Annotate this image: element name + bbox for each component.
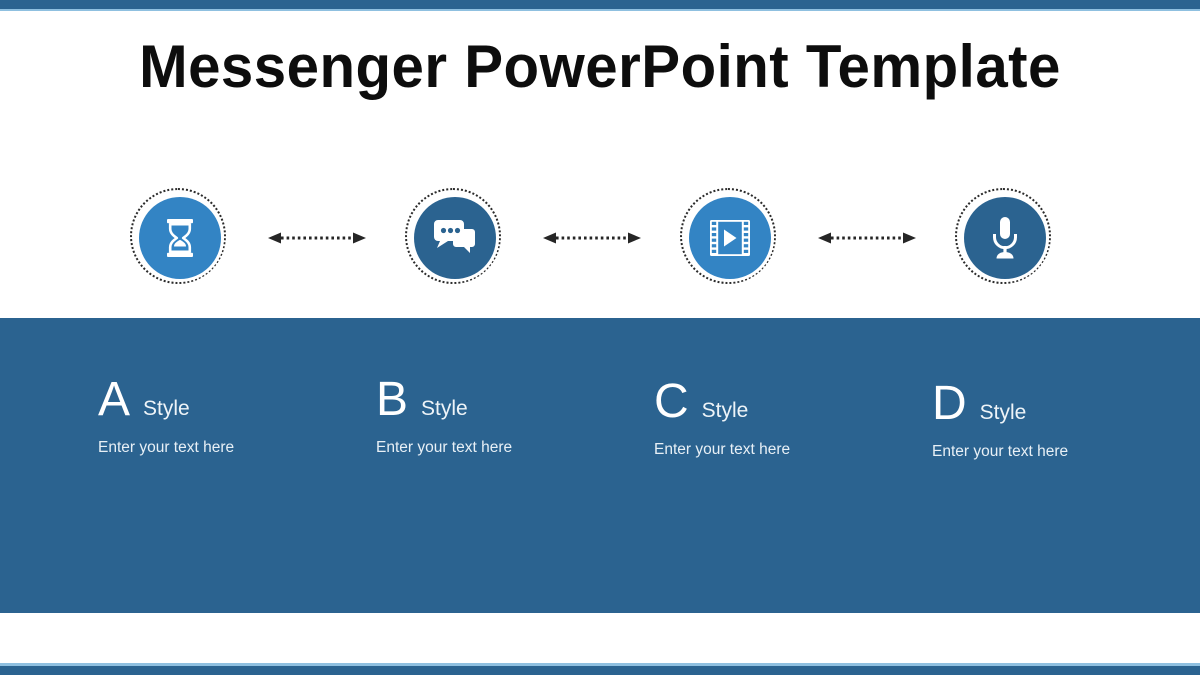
column-c-style-label: Style [701,399,749,422]
icon-node-row [0,188,1200,288]
column-b-placeholder-text[interactable]: Enter your text here [376,439,513,456]
column-c-heading: C Style [654,378,790,426]
dotted-ring-1 [130,188,226,284]
icon-node-4[interactable] [955,188,1055,288]
icon-disc-1 [139,197,221,279]
icon-disc-3 [689,197,771,279]
connector-arrow-2 [543,231,641,245]
text-column-d[interactable]: D Style Enter your text here [932,380,1068,461]
hourglass-icon [163,219,197,257]
text-column-c[interactable]: C Style Enter your text here [654,378,790,459]
icon-node-3[interactable] [680,188,780,288]
column-d-letter: D [932,377,967,430]
dotted-ring-2 [405,188,501,284]
video-film-play-icon [710,220,750,256]
page-title: Messenger PowerPoint Template [139,33,1061,100]
chat-bubbles-icon [434,220,476,256]
connector-arrow-3 [818,231,916,245]
icon-disc-2 [414,197,496,279]
connector-arrow-1 [268,231,366,245]
content-panel: A Style Enter your text here B Style Ent… [0,318,1200,613]
column-b-letter: B [376,373,409,426]
text-column-a[interactable]: A Style Enter your text here [98,376,234,457]
column-d-style-label: Style [979,401,1027,424]
column-a-letter: A [98,373,131,426]
microphone-icon [990,217,1020,259]
column-a-heading: A Style [98,376,234,424]
column-b-heading: B Style [376,376,512,424]
column-b-style-label: Style [421,397,468,420]
column-d-heading: D Style [932,380,1068,428]
bottom-accent-line [0,663,1200,666]
column-c-letter: C [654,375,689,428]
column-d-placeholder-text[interactable]: Enter your text here [932,443,1069,460]
icon-node-2[interactable] [405,188,505,288]
dotted-ring-3 [680,188,776,284]
column-c-placeholder-text[interactable]: Enter your text here [654,441,791,458]
bottom-decorative-bar [0,666,1200,675]
top-accent-line [0,9,1200,11]
dotted-ring-4 [955,188,1051,284]
text-column-b[interactable]: B Style Enter your text here [376,376,512,457]
column-a-style-label: Style [143,397,190,420]
icon-disc-4 [964,197,1046,279]
column-a-placeholder-text[interactable]: Enter your text here [98,439,235,456]
top-decorative-bar [0,0,1200,9]
icon-node-1[interactable] [130,188,230,288]
